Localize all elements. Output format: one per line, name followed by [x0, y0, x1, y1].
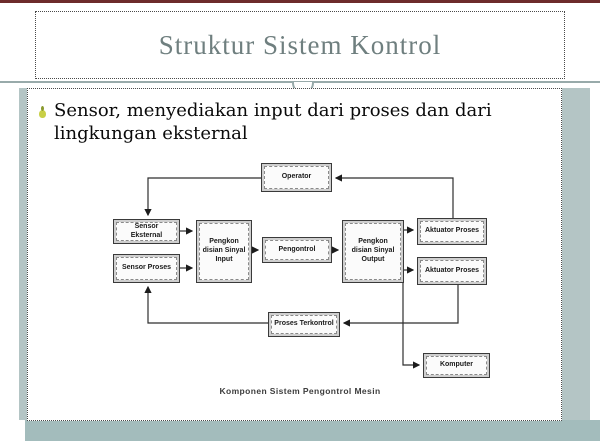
bullet-text: Sensor, menyediakan input dari proses da… [54, 100, 492, 145]
top-accent-bar [0, 0, 600, 3]
left-accent-strip [19, 88, 27, 420]
bullet-marker-icon [38, 106, 46, 118]
right-accent-strip [562, 88, 590, 420]
title-placeholder: Struktur Sistem Kontrol [35, 11, 565, 79]
page-title: Struktur Sistem Kontrol [158, 29, 442, 60]
bullet-item: Sensor, menyediakan input dari proses da… [38, 99, 538, 146]
title-band: Struktur Sistem Kontrol [0, 3, 600, 81]
bottom-accent-bar [25, 420, 600, 441]
